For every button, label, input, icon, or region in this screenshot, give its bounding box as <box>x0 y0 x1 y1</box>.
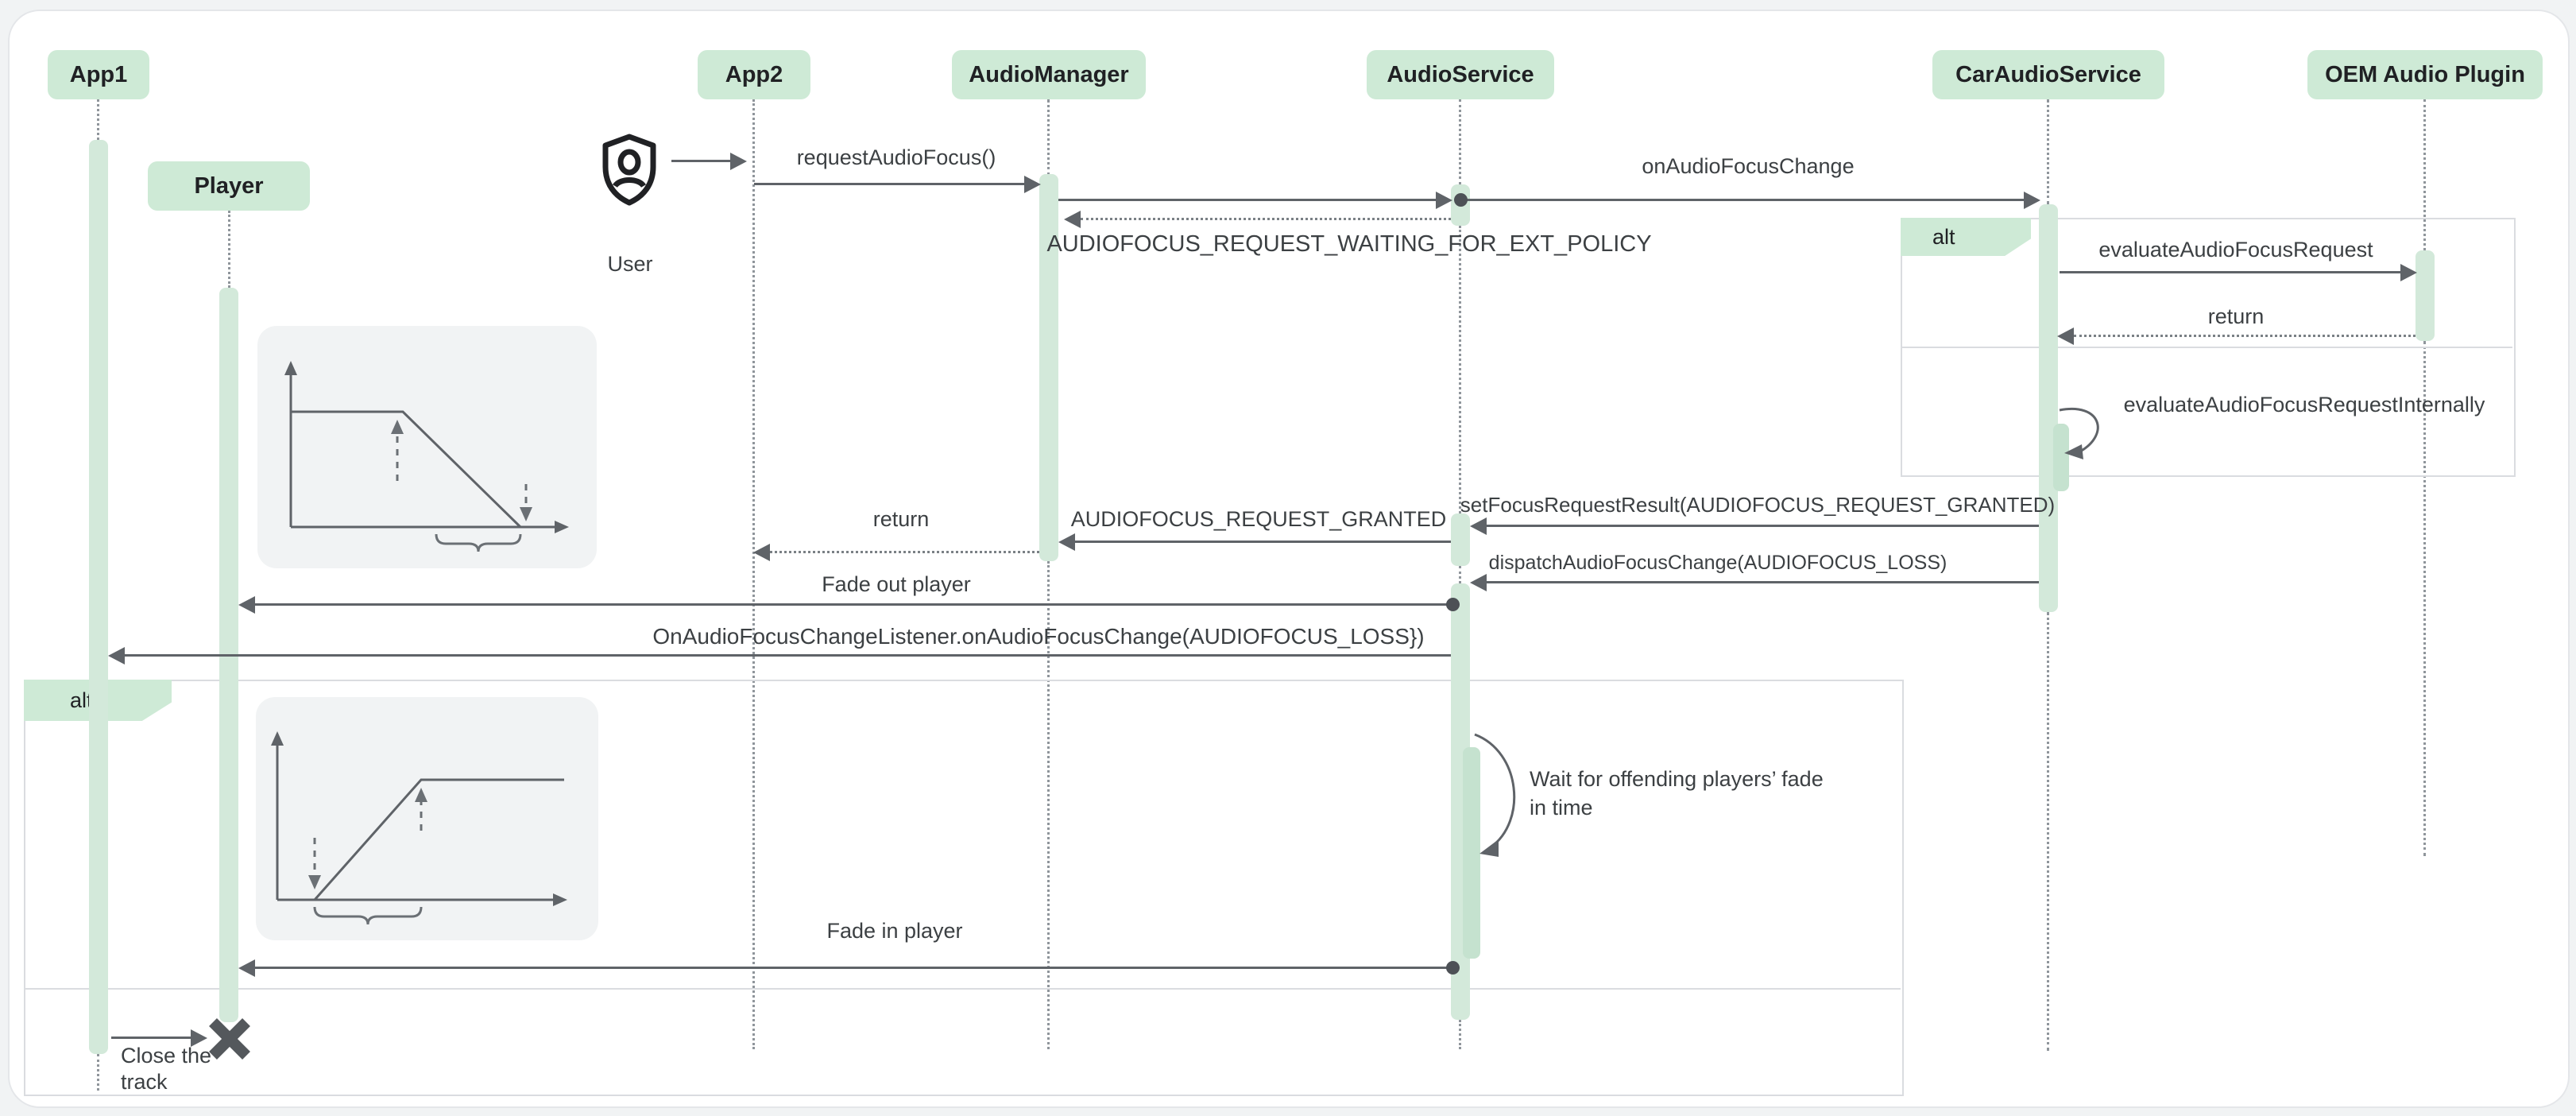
participant-label: Player <box>194 172 264 199</box>
lifeline-audiomanager <box>1047 99 1050 176</box>
alt-label: alt <box>70 688 93 712</box>
arrowhead-left <box>1058 533 1075 551</box>
message-label-on-audio-focus-change: onAudioFocusChange <box>1642 154 1855 178</box>
message-line <box>124 654 1451 657</box>
lifeline-app2 <box>752 99 755 1049</box>
message-label-fade-in-player: Fade in player <box>826 919 963 943</box>
participant-label: App1 <box>69 61 128 87</box>
message-line <box>111 1037 191 1039</box>
wait-note: Wait for offending players’ fade in time <box>1530 767 1824 820</box>
message-label-evaluate-internally: evaluateAudioFocusRequestInternally <box>2123 393 2485 417</box>
activation-bar-oem <box>2415 250 2435 341</box>
arrowhead-right <box>1436 191 1452 209</box>
message-line <box>1467 199 2024 201</box>
message-label-set-focus-result: setFocusRequestResult(AUDIOFOCUS_REQUEST… <box>1460 493 2056 517</box>
actor-label: User <box>607 252 653 276</box>
participant-caraudioservice: CarAudioService <box>1932 50 2164 99</box>
participant-audiomanager: AudioManager <box>952 50 1146 99</box>
activation-bar-audiomanager <box>1039 174 1058 561</box>
wait-loop-arrow <box>1474 733 1516 857</box>
fade-in-graph-plot <box>271 731 567 925</box>
arrowhead-left <box>753 543 770 561</box>
participant-label: AudioManager <box>969 61 1129 87</box>
arrowhead-right <box>191 1029 207 1047</box>
arrowhead-left <box>1470 517 1487 535</box>
lifeline-audioservice <box>1459 99 1461 184</box>
message-label-request-audio-focus: requestAudioFocus() <box>796 145 996 169</box>
message-label-evaluate-request: evaluateAudioFocusRequest <box>2098 238 2373 262</box>
participant-app2: App2 <box>698 50 810 99</box>
activation-bar-audioservice-nested <box>1463 747 1480 959</box>
participant-label: OEM Audio Plugin <box>2325 61 2525 87</box>
message-label-return: return <box>872 507 930 531</box>
self-call-arrow <box>2059 408 2099 459</box>
activation-bar-caraudioservice <box>2039 204 2058 612</box>
message-line-dotted <box>1081 218 1451 220</box>
alt-frame-tag: alt <box>1901 218 2031 256</box>
message-origin-dot <box>1454 193 1468 207</box>
message-origin-dot <box>1446 598 1460 611</box>
activation-bar-app1 <box>89 140 108 1054</box>
lifeline-audioservice <box>1459 226 1461 513</box>
fade-out-graph-plot <box>284 361 569 552</box>
activation-bar-audioservice <box>1451 513 1470 566</box>
arrowhead-left <box>1064 210 1081 228</box>
participant-oem-audio-plugin: OEM Audio Plugin <box>2307 50 2543 99</box>
participant-label: App2 <box>725 61 783 87</box>
participant-audioservice: AudioService <box>1367 50 1554 99</box>
message-line <box>754 183 1024 185</box>
message-line <box>254 603 1451 606</box>
arrowhead-left <box>238 959 255 977</box>
message-label-request-granted: AUDIOFOCUS_REQUEST_GRANTED <box>1070 507 1447 531</box>
lifeline-audioservice <box>1459 1020 1461 1049</box>
arrowhead-right <box>730 152 747 170</box>
message-label-return: return <box>2207 304 2265 328</box>
message-label-on-change-listener: OnAudioFocusChangeListener.onAudioFocusC… <box>652 624 1425 649</box>
message-line-dotted <box>770 551 1039 553</box>
lifeline-audioservice <box>1459 566 1461 583</box>
message-line-dotted <box>2074 335 2415 337</box>
arrowhead-left <box>238 595 255 614</box>
participant-label: AudioService <box>1387 61 1534 87</box>
message-line <box>1486 525 2039 527</box>
lifeline-app1 <box>97 1054 99 1091</box>
close-track-label: Close the track <box>121 1044 212 1094</box>
alt-label: alt <box>1932 224 1955 249</box>
message-origin-dot <box>1446 961 1460 975</box>
participant-app1: App1 <box>48 50 149 99</box>
participant-label: CarAudioService <box>1955 61 2141 87</box>
message-line <box>1486 581 2039 583</box>
lifeline-app1 <box>97 99 99 140</box>
lifeline-oem <box>2423 99 2426 250</box>
alt-frame-divider <box>1901 347 2512 348</box>
lifeline-audiomanager <box>1047 561 1050 1049</box>
message-label-waiting-ext-policy: AUDIOFOCUS_REQUEST_WAITING_FOR_EXT_POLIC… <box>1046 231 1652 257</box>
lifeline-caraudioservice <box>2047 612 2049 1051</box>
message-label-fade-out-player: Fade out player <box>822 572 971 596</box>
participant-player: Player <box>148 161 310 211</box>
arrowhead-left <box>108 646 125 665</box>
message-line <box>1058 199 1436 201</box>
destroy-x-icon <box>209 1018 250 1060</box>
arrowhead-right <box>1024 175 1041 193</box>
activation-bar-caraudioservice-nested <box>2053 424 2069 491</box>
message-label-dispatch-change: dispatchAudioFocusChange(AUDIOFOCUS_LOSS… <box>1488 552 1947 574</box>
message-line <box>2060 271 2400 273</box>
arrowhead-right <box>2400 263 2417 281</box>
alt-frame-left <box>24 680 1904 1096</box>
message-line <box>254 967 1451 969</box>
user-arrow-line <box>671 160 730 162</box>
shield-user-icon <box>602 134 656 206</box>
alt-frame-divider <box>24 988 1901 990</box>
lifeline-oem <box>2423 341 2426 856</box>
message-line <box>1074 541 1451 543</box>
lifeline-player <box>228 211 230 288</box>
lifeline-caraudioservice <box>2047 99 2049 204</box>
arrowhead-right <box>2024 191 2040 209</box>
arrowhead-left <box>2057 327 2074 345</box>
arrowhead-left <box>1470 573 1487 591</box>
